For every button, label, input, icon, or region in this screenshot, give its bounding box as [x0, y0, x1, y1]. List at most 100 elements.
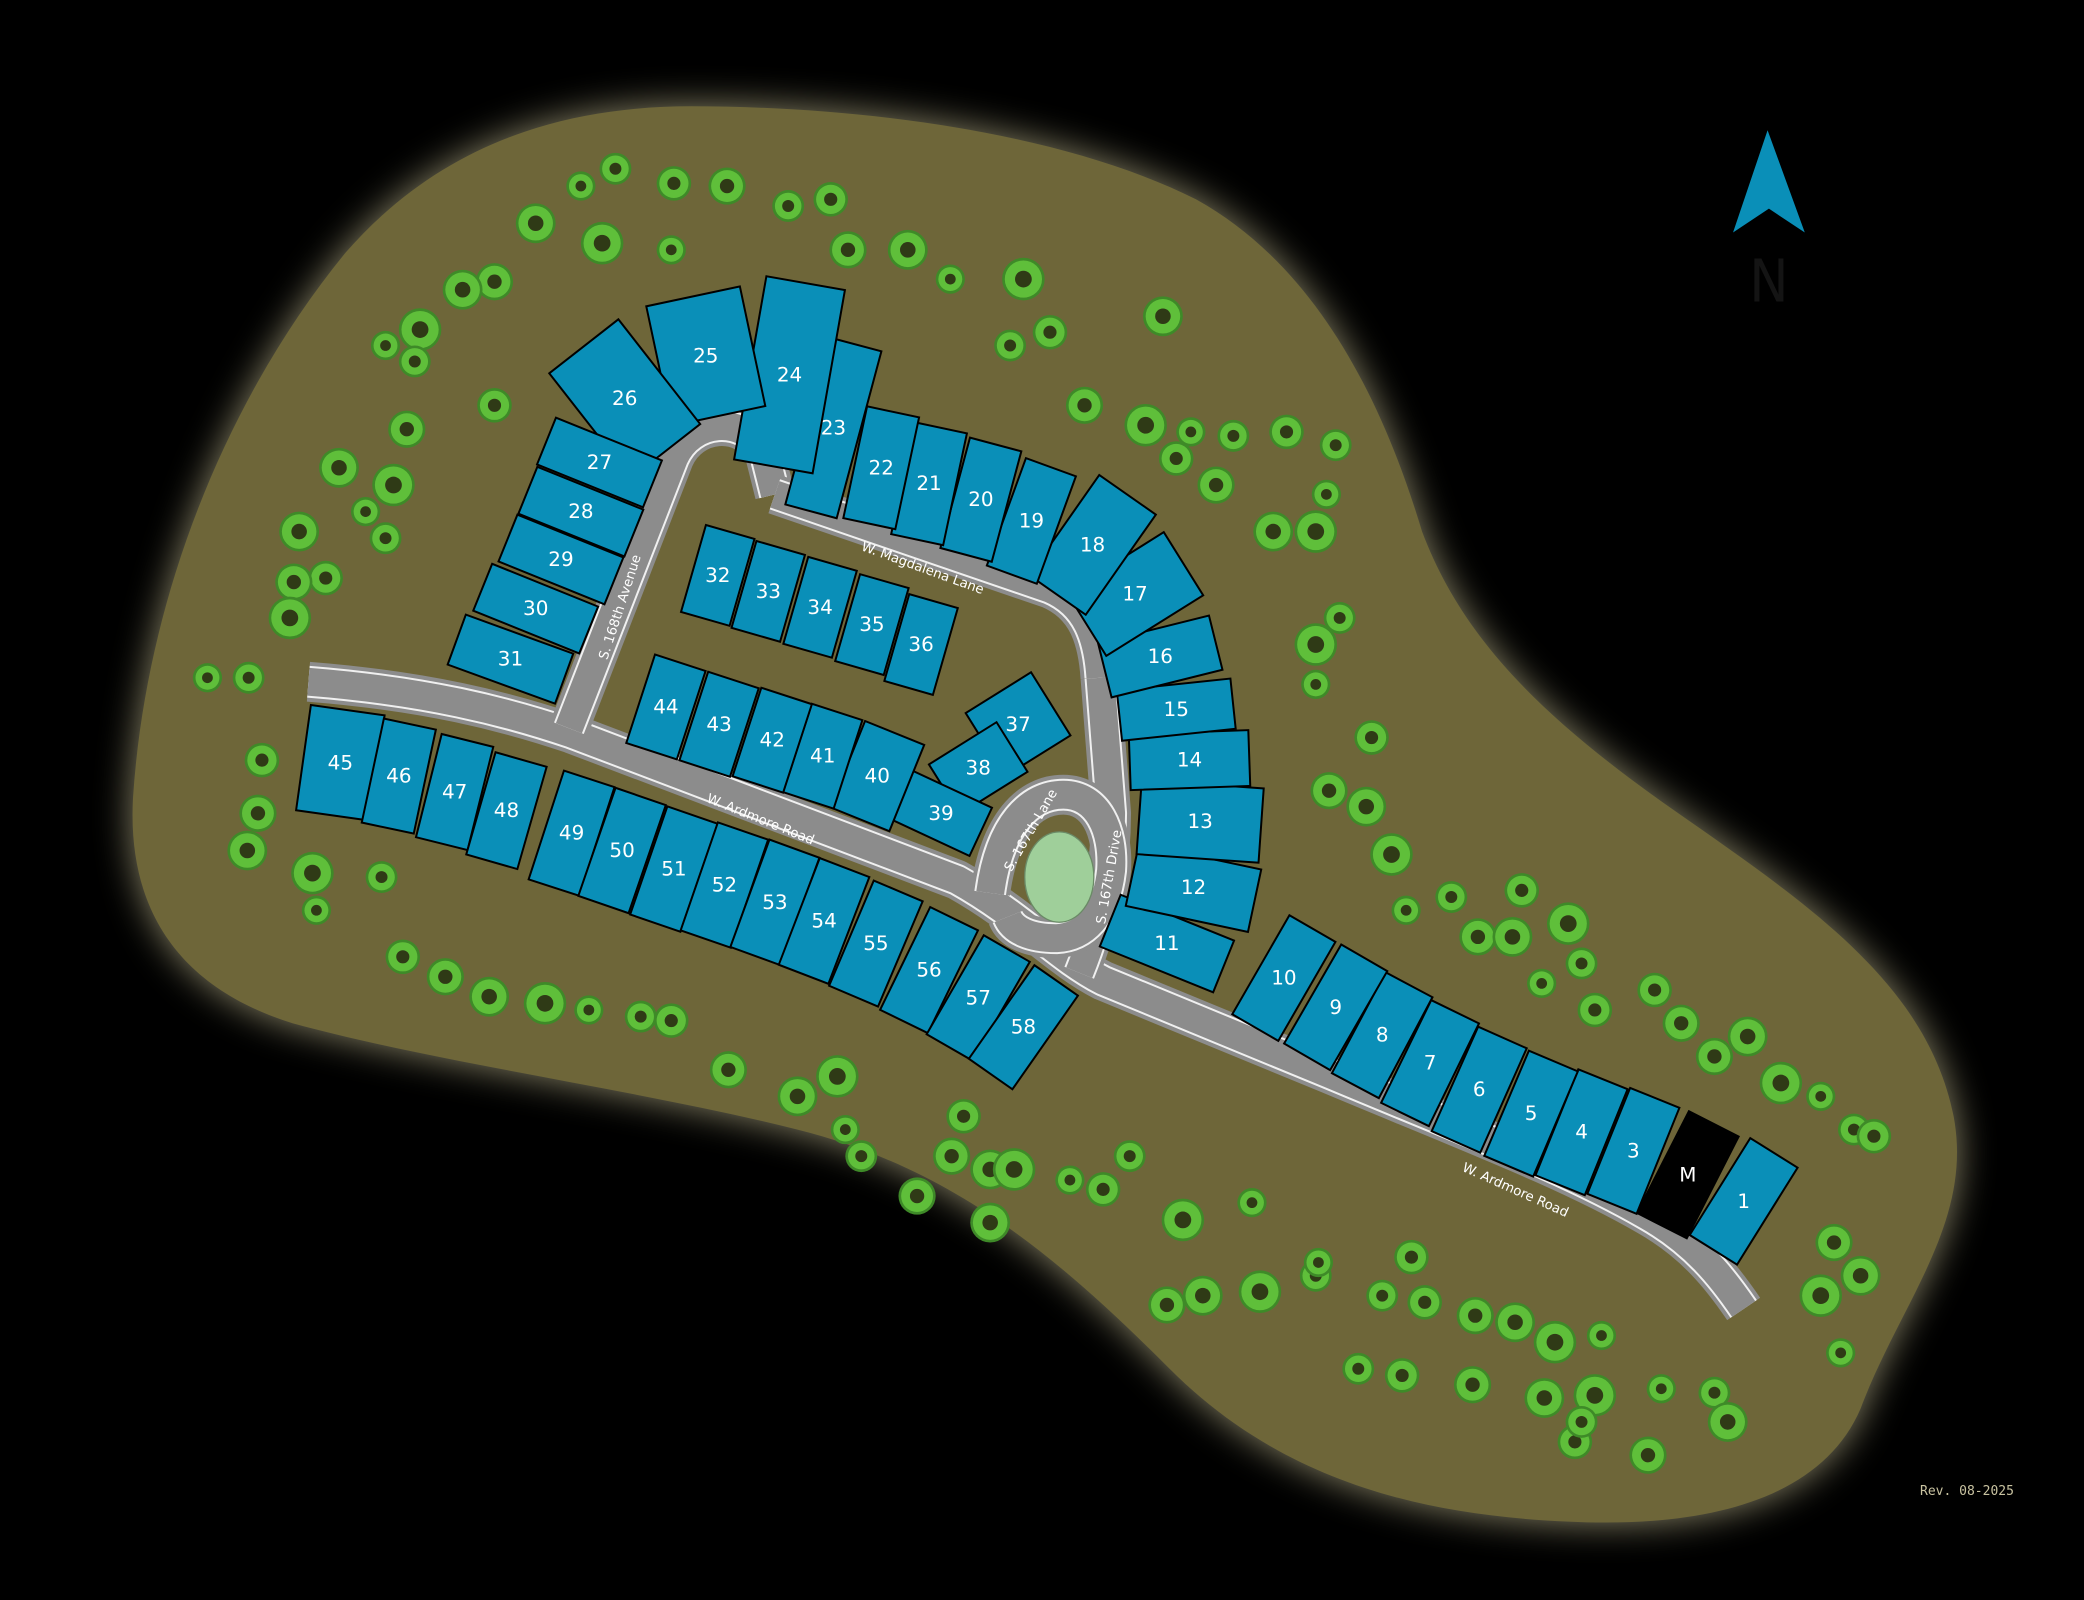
lot-shape[interactable] [967, 963, 1080, 1091]
lot-shape[interactable] [1379, 998, 1481, 1128]
lot-shape[interactable] [842, 405, 921, 531]
lot-33[interactable]: 33 [730, 539, 807, 643]
tree-icon [1453, 1366, 1492, 1404]
lot-43[interactable]: 43 [678, 670, 760, 778]
lot-shape[interactable] [497, 513, 625, 606]
lot-56[interactable]: 56 [878, 905, 980, 1035]
tree-icon [709, 1051, 747, 1089]
lot-58[interactable]: 58 [967, 963, 1080, 1091]
lot-shape[interactable] [883, 592, 960, 697]
lot-shape[interactable] [1430, 1025, 1529, 1155]
lot-15[interactable]: 15 [1115, 677, 1237, 742]
lot-shape[interactable] [360, 717, 438, 835]
lot-shape[interactable] [1027, 473, 1158, 617]
lot-shape[interactable] [730, 539, 807, 643]
lot-shape[interactable] [777, 856, 871, 986]
lot-32[interactable]: 32 [679, 523, 756, 628]
lot-12[interactable]: 12 [1124, 842, 1263, 934]
lot-7[interactable]: 7 [1379, 998, 1481, 1128]
lot-shape[interactable] [1688, 1136, 1799, 1266]
lot-55[interactable]: 55 [827, 879, 924, 1008]
lot-1[interactable]: 1 [1688, 1136, 1799, 1266]
lot-48[interactable]: 48 [465, 750, 548, 871]
lot-28[interactable]: 28 [517, 465, 645, 558]
lot-46[interactable]: 46 [360, 717, 438, 835]
lot-shape[interactable] [833, 572, 910, 677]
lot-20[interactable]: 20 [939, 436, 1023, 563]
lot-3[interactable]: 3 [1586, 1086, 1681, 1216]
lot-31[interactable]: 31 [446, 613, 575, 705]
lot-13[interactable]: 13 [1135, 778, 1265, 864]
lot-shape[interactable] [1482, 1049, 1580, 1178]
lot-shape[interactable] [1586, 1086, 1681, 1216]
tree-icon [1492, 916, 1533, 957]
lot-36[interactable]: 36 [883, 592, 960, 697]
tree-icon [1459, 918, 1497, 956]
tree-icon [388, 410, 426, 448]
lot-shape[interactable] [782, 555, 859, 659]
lot-27[interactable]: 27 [535, 416, 664, 509]
lot-shape[interactable] [1115, 677, 1237, 742]
lot-25[interactable]: 25 [645, 285, 767, 428]
lot-number: 46 [386, 765, 411, 788]
lot-18[interactable]: 18 [1027, 473, 1158, 617]
lot-shape[interactable] [678, 670, 760, 778]
lot-shape[interactable] [985, 456, 1078, 585]
tree-icon [308, 560, 343, 596]
lot-34[interactable]: 34 [782, 555, 859, 659]
lot-47[interactable]: 47 [414, 732, 495, 852]
lot-shape[interactable] [827, 879, 924, 1008]
lot-shape[interactable] [547, 317, 702, 480]
lot-shape[interactable] [878, 905, 980, 1035]
lot-shape[interactable] [1282, 943, 1389, 1072]
lot-number: 17 [1122, 583, 1147, 606]
lot-number: 50 [609, 839, 634, 862]
lot-shape[interactable] [465, 750, 548, 871]
lot-number: 14 [1177, 749, 1202, 772]
lot-number: 57 [966, 987, 991, 1010]
model-home-lot[interactable]: M [1635, 1109, 1740, 1240]
lot-shape[interactable] [535, 416, 664, 509]
lot-14[interactable]: 14 [1127, 729, 1252, 792]
lot-shape[interactable] [625, 653, 707, 761]
lot-shape[interactable] [517, 465, 645, 558]
lot-shape[interactable] [1635, 1109, 1740, 1240]
tree-icon [475, 263, 514, 301]
lot-5[interactable]: 5 [1482, 1049, 1580, 1178]
lot-number: 54 [811, 909, 836, 932]
lot-30[interactable]: 30 [471, 562, 600, 655]
lot-35[interactable]: 35 [833, 572, 910, 677]
lot-number: 24 [777, 363, 802, 386]
lot-shape[interactable] [645, 285, 767, 428]
lot-shape[interactable] [1230, 913, 1337, 1043]
lot-shape[interactable] [471, 562, 600, 655]
lots: 1M34567891011121314151617181920212223242… [294, 275, 1799, 1266]
lot-shape[interactable] [731, 686, 814, 794]
tree-icon [1527, 968, 1557, 999]
lot-26[interactable]: 26 [547, 317, 702, 480]
lot-42[interactable]: 42 [731, 686, 814, 794]
lot-44[interactable]: 44 [625, 653, 707, 761]
lot-9[interactable]: 9 [1282, 943, 1389, 1072]
tree-icon [1217, 419, 1250, 452]
lot-29[interactable]: 29 [497, 513, 625, 606]
lot-22[interactable]: 22 [842, 405, 921, 531]
lot-number: 22 [869, 456, 894, 479]
lot-shape[interactable] [1330, 970, 1434, 1100]
lot-shape[interactable] [679, 523, 756, 628]
lot-10[interactable]: 10 [1230, 913, 1337, 1043]
lot-19[interactable]: 19 [985, 456, 1078, 585]
tree-icon [398, 308, 442, 351]
lot-54[interactable]: 54 [777, 856, 871, 986]
lot-shape[interactable] [414, 732, 495, 852]
tree-icon [1759, 1061, 1803, 1105]
tree-icon [469, 976, 510, 1017]
lot-50[interactable]: 50 [577, 786, 668, 915]
lot-6[interactable]: 6 [1430, 1025, 1529, 1155]
lot-shape[interactable] [577, 786, 668, 915]
lot-number: 3 [1627, 1139, 1640, 1162]
lot-57[interactable]: 57 [925, 933, 1032, 1063]
lot-24[interactable]: 24 [732, 275, 847, 475]
lot-shape[interactable] [446, 613, 575, 705]
lot-8[interactable]: 8 [1330, 970, 1434, 1100]
